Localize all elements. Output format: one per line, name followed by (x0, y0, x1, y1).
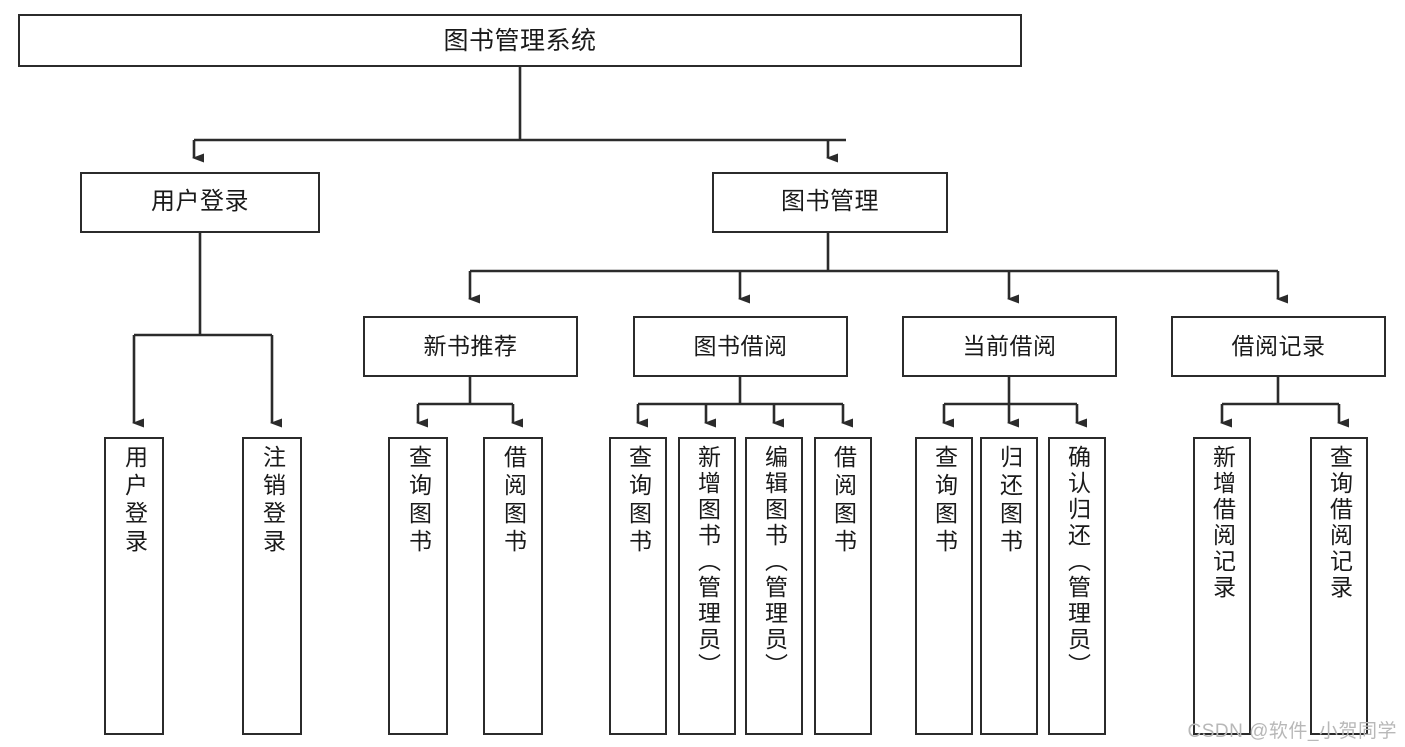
leaf-user-login-login[interactable]: 用户登录 (104, 437, 164, 735)
leaf-current-borrow-query-label: 查询图书 (931, 445, 958, 557)
watermark: CSDN @软件_小贺同学 (1187, 721, 1397, 742)
node-new-book-recommend[interactable]: 新书推荐 (363, 316, 578, 377)
node-current-borrow[interactable]: 当前借阅 (902, 316, 1117, 377)
leaf-user-login-logout-label: 注销登录 (259, 445, 286, 557)
leaf-borrow-record-query-label: 查询借阅记录 (1326, 445, 1353, 601)
leaf-current-borrow-query[interactable]: 查询图书 (915, 437, 973, 735)
leaf-new-book-query[interactable]: 查询图书 (388, 437, 448, 735)
leaf-book-borrow-query-label: 查询图书 (625, 445, 652, 557)
leaf-book-borrow-add[interactable]: 新增图书（管理员） (678, 437, 736, 735)
leaf-book-borrow-borrow[interactable]: 借阅图书 (814, 437, 872, 735)
leaf-borrow-record-add[interactable]: 新增借阅记录 (1193, 437, 1251, 735)
node-root[interactable]: 图书管理系统 (18, 14, 1022, 67)
node-borrow-record[interactable]: 借阅记录 (1171, 316, 1386, 377)
node-new-book-recommend-label: 新书推荐 (423, 332, 518, 359)
leaf-current-borrow-confirm[interactable]: 确认归还（管理员） (1048, 437, 1106, 735)
leaf-borrow-record-query[interactable]: 查询借阅记录 (1310, 437, 1368, 735)
node-book-borrow[interactable]: 图书借阅 (633, 316, 848, 377)
node-user-login[interactable]: 用户登录 (80, 172, 320, 233)
leaf-new-book-borrow[interactable]: 借阅图书 (483, 437, 543, 735)
leaf-book-borrow-borrow-label: 借阅图书 (830, 445, 857, 557)
node-user-login-label: 用户登录 (151, 188, 249, 216)
node-book-management[interactable]: 图书管理 (712, 172, 948, 233)
leaf-current-borrow-return-label: 归还图书 (996, 445, 1023, 557)
node-book-borrow-label: 图书借阅 (693, 332, 788, 359)
leaf-current-borrow-confirm-label: 确认归还（管理员） (1064, 445, 1091, 679)
leaf-book-borrow-query[interactable]: 查询图书 (609, 437, 667, 735)
leaf-book-borrow-edit[interactable]: 编辑图书（管理员） (745, 437, 803, 735)
leaf-new-book-borrow-label: 借阅图书 (500, 445, 527, 557)
leaf-borrow-record-add-label: 新增借阅记录 (1209, 445, 1236, 601)
leaf-book-borrow-edit-label: 编辑图书（管理员） (761, 445, 788, 679)
node-book-management-label: 图书管理 (781, 188, 879, 216)
leaf-current-borrow-return[interactable]: 归还图书 (980, 437, 1038, 735)
leaf-book-borrow-add-label: 新增图书（管理员） (694, 445, 721, 679)
leaf-new-book-query-label: 查询图书 (405, 445, 432, 557)
leaf-user-login-login-label: 用户登录 (121, 445, 148, 557)
node-borrow-record-label: 借阅记录 (1231, 332, 1326, 359)
node-current-borrow-label: 当前借阅 (962, 332, 1057, 359)
leaf-user-login-logout[interactable]: 注销登录 (242, 437, 302, 735)
node-root-label: 图书管理系统 (443, 26, 597, 55)
